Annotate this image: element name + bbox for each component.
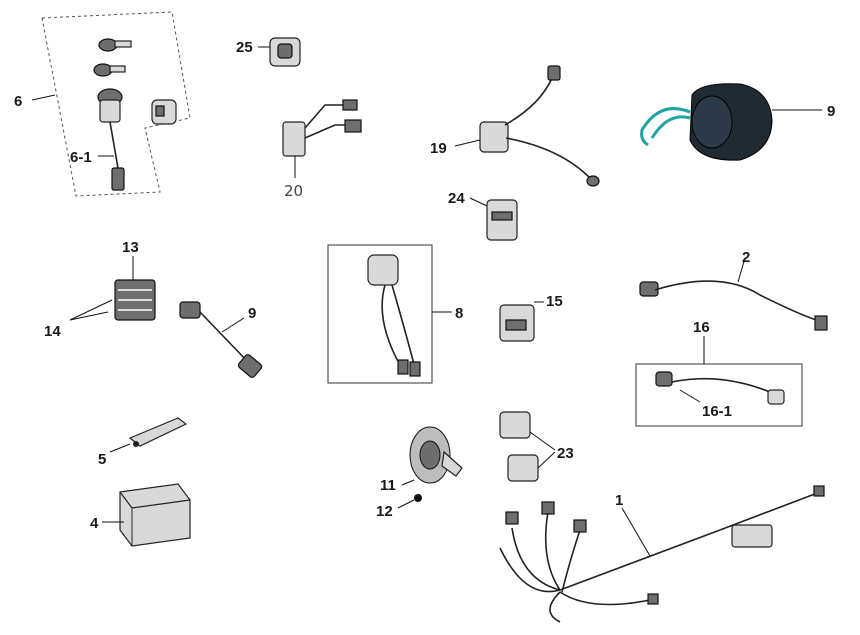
part-16-frame [635, 363, 803, 427]
part-13-regulator: 13 14 [44, 239, 156, 340]
label-23: 23 [557, 445, 574, 462]
part-5-bracket: 5 [98, 417, 188, 468]
label-6: 6 [14, 93, 22, 110]
label-15: 15 [546, 293, 563, 310]
label-2: 2 [742, 249, 750, 266]
ignition-lock-set: 6 6-1 [14, 11, 191, 197]
part-11-horn: 11 12 [376, 426, 463, 520]
part-2-wire: 2 [639, 249, 828, 331]
label-19: 19 [430, 140, 447, 157]
ignition-set-dashed-frame [41, 11, 191, 197]
label-24: 24 [448, 190, 465, 207]
label-1: 1 [615, 492, 623, 509]
part-8-frame [327, 244, 433, 384]
label-11: 11 [380, 477, 396, 494]
label-4: 4 [90, 515, 99, 532]
label-16: 16 [693, 319, 710, 336]
part-25-switch: 25 [236, 37, 301, 67]
seat-lock [151, 99, 177, 125]
part-15-relay: 15 [499, 293, 563, 342]
ignition-keys [93, 38, 132, 77]
part-4-battery: 4 [90, 483, 191, 547]
label-25: 25 [236, 39, 253, 56]
part-9-usb-socket: 9 [640, 83, 835, 161]
label-8: 8 [455, 305, 463, 322]
part-23-relays: 23 [499, 411, 574, 482]
label-14: 14 [44, 323, 61, 340]
part-24-relay: 24 [448, 190, 518, 241]
part-1-wiring-harness: 1 [499, 485, 825, 623]
part-8-handlebar-switch: 8 [327, 244, 463, 384]
label-12: 12 [376, 503, 393, 520]
label-16-1: 16-1 [702, 403, 732, 420]
label-9-left: 9 [248, 305, 256, 322]
label-6-1: 6-1 [70, 149, 92, 166]
part-20-relay: 20 [282, 99, 362, 200]
label-20: 20 [284, 182, 303, 200]
label-5: 5 [98, 451, 106, 468]
ignition-switch [97, 88, 125, 191]
part-19-relay-harness: 19 [430, 65, 600, 187]
label-13: 13 [122, 239, 139, 256]
label-9-top: 9 [827, 103, 835, 120]
part-9-cable: 9 [179, 301, 263, 378]
part-16-sensor: 16 16-1 [635, 319, 803, 427]
